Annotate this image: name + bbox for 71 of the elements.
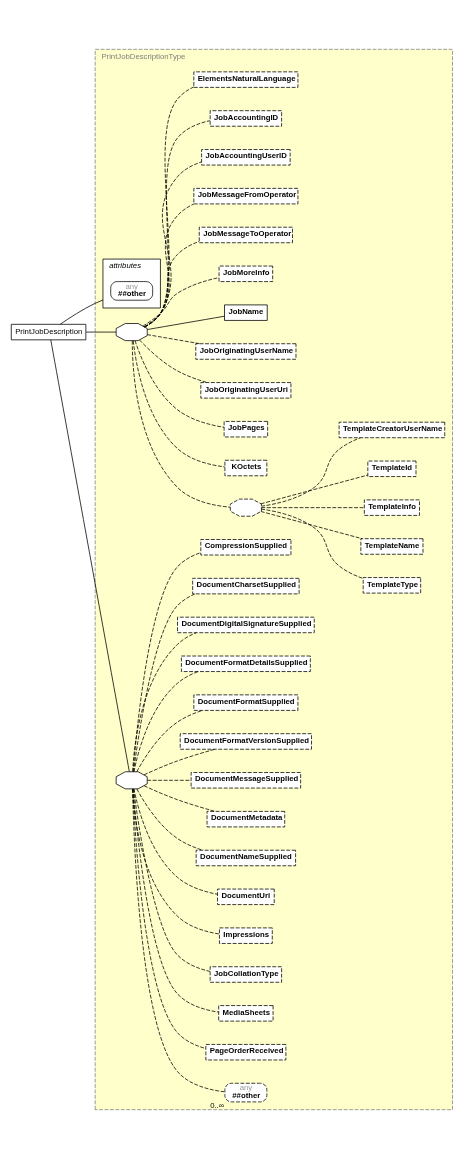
connector	[132, 788, 206, 1049]
connector	[142, 277, 220, 327]
node-box: JobAccountingUserID	[201, 149, 291, 166]
node-box: DocumentCharsetSupplied	[192, 577, 300, 595]
node-box: JobMessageFromOperator	[193, 188, 299, 205]
connector	[143, 748, 216, 776]
connector	[132, 788, 220, 935]
connector	[132, 552, 201, 772]
node-box: Impressions	[219, 927, 273, 944]
connector	[131, 340, 231, 508]
connector	[261, 507, 365, 509]
node-box: any ##other	[224, 1082, 268, 1103]
connector	[260, 511, 363, 540]
node-box: DocumentMessageSupplied	[190, 772, 302, 789]
node-box: JobMoreInfo	[218, 265, 274, 282]
connector	[143, 241, 200, 328]
connector	[261, 508, 364, 579]
node-box: ElementsNaturalLanguage	[193, 71, 299, 88]
node-octagon	[115, 771, 148, 790]
connector	[133, 788, 211, 972]
node-box: TemplateInfo	[363, 499, 420, 516]
connector	[132, 340, 226, 468]
node-box: DocumentDigitalSignatureSupplied	[177, 616, 315, 634]
connector	[147, 315, 225, 330]
connector	[133, 788, 218, 895]
connector	[144, 120, 211, 328]
node-box: JobPages	[223, 421, 268, 438]
connector	[133, 671, 199, 772]
node-box: PageOrderReceived	[205, 1044, 287, 1061]
node-box: PrintJobDescription	[10, 323, 87, 341]
node-box: KOctets	[224, 459, 268, 477]
connector	[134, 340, 225, 428]
connector	[144, 203, 195, 328]
node-box: JobName	[224, 304, 268, 321]
node-box: TemplateName	[360, 538, 424, 555]
connector	[147, 779, 192, 781]
connector	[260, 474, 369, 505]
node-box: JobCollationType	[209, 966, 282, 983]
node-box: TemplateCreatorUserName	[338, 421, 446, 439]
connector	[144, 161, 202, 328]
connector	[132, 788, 219, 1013]
connector	[261, 437, 361, 507]
node-box: CompressionSupplied	[200, 539, 292, 556]
connector	[50, 339, 130, 772]
node-box: any ##other	[110, 281, 154, 301]
connector	[136, 710, 203, 772]
node-label: 0..∞	[210, 1101, 225, 1111]
node-box: TemplateType	[362, 577, 422, 594]
node-box: DocumentUri	[217, 888, 275, 905]
node-octagon	[229, 498, 262, 517]
connector	[139, 339, 208, 383]
connector	[136, 788, 203, 851]
node-box: DocumentNameSupplied	[195, 849, 296, 867]
node-box: DocumentFormatVersionSupplied	[179, 733, 312, 750]
node-box: DocumentMetadata	[206, 811, 286, 828]
connector	[132, 788, 226, 1093]
node-box: TemplateId	[367, 460, 417, 477]
node-box: JobOriginatingUserUri	[200, 382, 292, 399]
node-box: JobOriginatingUserName	[195, 343, 297, 360]
node-box: JobAccountingID	[209, 110, 282, 127]
node-box: DocumentFormatDetailsSupplied	[181, 655, 311, 672]
connector	[133, 593, 196, 773]
connector	[132, 632, 197, 772]
connector	[147, 334, 201, 345]
node-box: DocumentFormatSupplied	[193, 694, 299, 711]
connector	[144, 86, 195, 328]
node-octagon	[115, 323, 148, 341]
node-box: JobMessageToOperator	[198, 226, 293, 244]
node-box: MediaSheets	[218, 1005, 274, 1022]
connector	[143, 785, 216, 812]
connector	[59, 299, 104, 325]
